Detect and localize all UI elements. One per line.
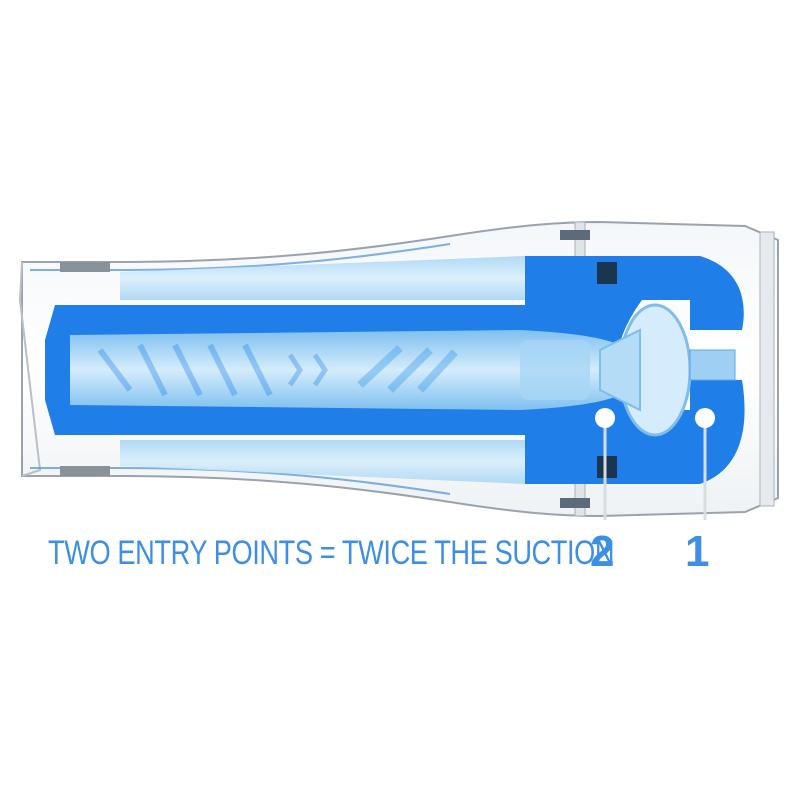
entry-point-label-1: 1 xyxy=(685,527,710,576)
inner-canal xyxy=(70,330,620,410)
entry-point-marker-2 xyxy=(595,408,615,520)
inner-sleeve xyxy=(120,256,525,484)
entry-point-marker-1 xyxy=(695,408,715,520)
caption-text: TWO ENTRY POINTS = TWICE THE SUCTION xyxy=(48,534,615,572)
suction-valve xyxy=(599,303,736,437)
entry-point-label-2: 2 xyxy=(590,527,615,576)
